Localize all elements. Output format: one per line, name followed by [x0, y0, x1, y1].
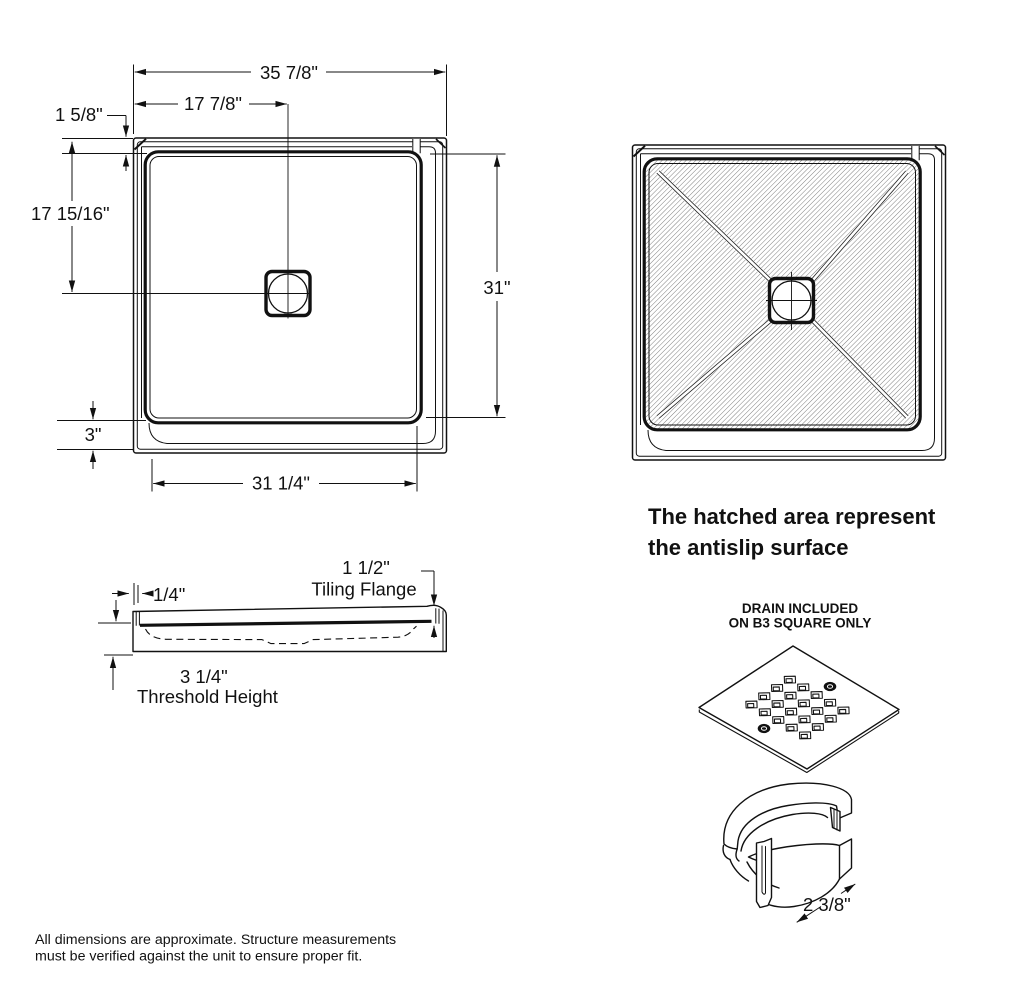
dim-flange-height-label: 1 1/2"	[342, 557, 390, 578]
side-dimensions	[98, 570, 434, 690]
footer-disclaimer: All dimensions are approximate. Structur…	[35, 932, 396, 965]
dim-overall-width-label: 35 7/8"	[260, 62, 318, 83]
drain-note-line2: ON B3 SQUARE ONLY	[729, 616, 872, 631]
dim-drain-offset-y-label: 17 15/16"	[31, 203, 110, 224]
hatched-caption-line1: The hatched area represent	[648, 504, 936, 529]
plan-dimensions	[57, 64, 506, 492]
drain-detail: DRAIN INCLUDED ON B3 SQUARE ONLY	[698, 601, 900, 923]
dim-flange-depth-label: 1 5/8"	[55, 104, 103, 125]
hatched-caption-line2: the antislip surface	[648, 535, 849, 560]
disclaimer-line2: must be verified against the unit to ens…	[35, 949, 362, 965]
hidden-floor-contour	[145, 625, 417, 645]
slope-crease-lines	[656, 170, 909, 419]
dim-outlet-diameter-label: 2 3/8"	[803, 894, 851, 915]
drain-grate-plate	[698, 645, 900, 774]
drain-note-line1: DRAIN INCLUDED	[742, 601, 858, 616]
tiling-flange-label: Tiling Flange	[311, 579, 416, 600]
dim-threshold-depth-label: 3"	[85, 424, 102, 445]
plan-view: 35 7/8" 17 7/8" 1 5/8" 17 15/16" 31" 3" …	[31, 62, 511, 494]
dim-lip-width-label: 1/4"	[153, 584, 185, 605]
outlet-dimension	[796, 883, 856, 923]
drain-body-cutaway	[722, 782, 853, 909]
disclaimer-line1: All dimensions are approximate. Structur…	[35, 932, 396, 948]
dim-inner-width-label: 31 1/4"	[252, 473, 310, 494]
grate-screw	[823, 681, 837, 692]
grate-screw	[757, 723, 771, 734]
side-view: 1/4" 1 1/2" Tiling Flange 3 1/4" Thresho…	[98, 557, 447, 707]
dim-threshold-height-label: 3 1/4"	[180, 666, 228, 687]
threshold-height-label: Threshold Height	[137, 686, 278, 707]
dim-inner-depth-label: 31"	[483, 277, 510, 298]
dim-drain-offset-x-label: 17 7/8"	[184, 93, 242, 114]
hatched-view: The hatched area represent the antislip …	[630, 143, 948, 560]
